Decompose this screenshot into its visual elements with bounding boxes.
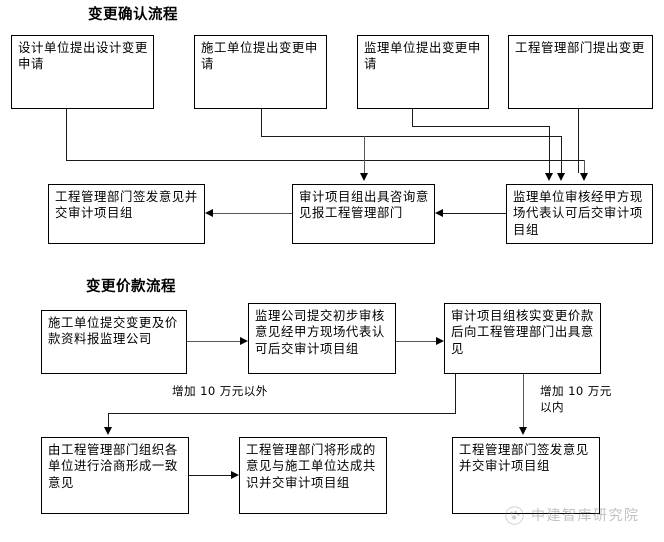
edge-n2-bus [261,136,561,138]
arrow-into-negotiate [104,427,112,435]
edge-n4-stem [578,109,580,173]
edge-label-increase-outside: 增加 10 万元以外 [172,384,268,398]
edge-n2-stem [261,109,263,137]
node-engineering-dept-issue-opinion: 工程管理部门签发意见并交审计项目组 [48,184,205,244]
edge-into-supervision-drop-b [561,136,563,173]
flowchart-2-title: 变更价款流程 [86,279,176,295]
node-construction-submit-price-data: 施工单位提交变更及价款资料报监理公司 [41,310,187,374]
edge-into-audit-team-drop [364,136,366,173]
watermark: 中建智库研究院 [505,505,640,525]
edge-m3-outside-stem [455,374,457,414]
arrow-audit-to-engineering [205,209,213,217]
node-supervision-review-owner-rep: 监理单位审核经甲方现场代表认可后交审计项目组 [506,184,653,244]
node-supervision-unit-change-request: 监理单位提出变更申请 [357,35,489,109]
edge-audit-to-engineering [213,213,292,215]
arrow-m1-to-m2 [240,337,248,345]
paw-circle-logo-icon [505,505,524,525]
arrow-m4-to-m5 [231,471,239,479]
node-engineering-dept-consensus: 工程管理部门将形成的意见与施工单位达成共识并交审计项目组 [239,437,387,514]
edge-n1-bus [66,160,584,162]
watermark-text: 中建智库研究院 [531,508,640,524]
arrow-into-sign-opinion [519,427,527,435]
node-engineering-dept-sign-opinion: 工程管理部门签发意见并交审计项目组 [452,437,600,514]
edge-into-supervision-drop-a [549,126,551,173]
node-engineering-dept-negotiate: 由工程管理部门组织各单位进行洽商形成一致意见 [41,437,189,514]
arrow-supervision-to-audit [435,209,443,217]
edge-m1-to-m2 [187,341,240,343]
arrow-into-supervision-c [580,173,588,181]
arrow-into-audit-team [360,173,368,181]
edge-outside-drop [108,413,110,427]
edge-m3-inside-stem [523,374,525,427]
node-design-unit-change-request: 设计单位提出设计变更申请 [11,35,154,109]
arrow-m2-to-m3 [436,337,444,345]
edge-label-increase-inside-line2: 以内 [540,400,564,414]
edge-into-supervision-drop-c [584,160,586,173]
node-supervision-preliminary-review: 监理公司提交初步审核意见经甲方现场代表认可后交审计项目组 [248,303,396,374]
arrow-into-supervision-b [557,173,565,181]
node-construction-unit-change-request: 施工单位提出变更申请 [194,35,327,109]
node-audit-team-verify-price: 审计项目组核实变更价款后向工程管理部门出具意见 [444,303,601,374]
edge-n1-stem [66,109,68,161]
arrow-into-supervision-a [545,173,553,181]
node-audit-team-consulting-opinion: 审计项目组出具咨询意见报工程管理部门 [292,184,435,244]
flowchart-1-title: 变更确认流程 [88,7,178,23]
edge-m3-outside-bus [108,413,456,415]
edge-m4-to-m5 [189,475,231,477]
node-engineering-dept-change-request: 工程管理部门提出变更 [508,35,653,109]
edge-supervision-to-audit [443,213,506,215]
edge-m2-to-m3 [396,341,436,343]
edge-n3-stem [412,109,414,127]
edge-n3-bus [412,126,549,128]
edge-label-increase-inside-line1: 增加 10 万元 [540,384,612,398]
